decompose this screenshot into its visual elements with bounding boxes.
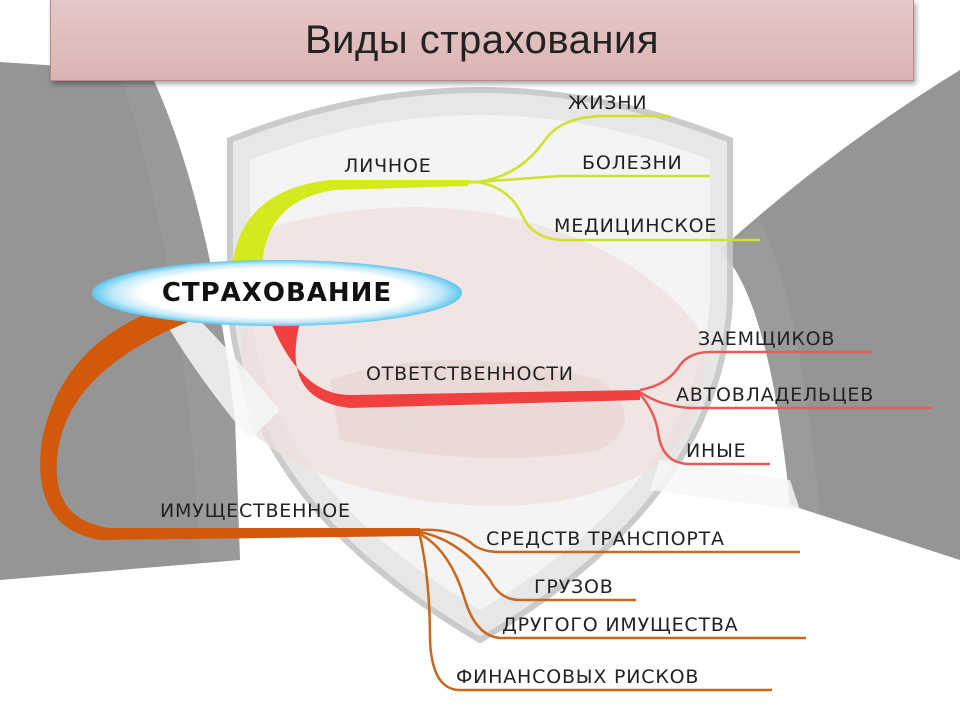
leaf-label-inye: ИНЫЕ — [686, 440, 747, 462]
connector-personal-meditsinskoe — [477, 180, 760, 242]
branch-property — [40, 312, 421, 540]
leaf-label-drugogo: ДРУГОГО ИМУЩЕСТВА — [502, 614, 739, 636]
branch-personal — [232, 180, 470, 268]
leaf-label-gruzov: ГРУЗОВ — [534, 576, 614, 598]
leaf-label-avtovladeltsev: АВТОВЛАДЕЛЬЦЕВ — [676, 384, 875, 406]
leaf-label-zaemshchikov: ЗАЕМЩИКОВ — [698, 328, 836, 350]
page-title: Виды страхования — [305, 17, 659, 62]
connector-property-finansovykh — [418, 535, 772, 692]
title-bar: Виды страхования — [50, 0, 914, 81]
connector-property-gruzov — [419, 530, 636, 602]
branch-label-liability: ОТВЕТСТВЕННОСТИ — [366, 363, 574, 385]
leaf-label-transport: СРЕДСТВ ТРАНСПОРТА — [486, 528, 725, 550]
leaf-label-bolezni: БОЛЕЗНИ — [582, 152, 683, 174]
connector-personal-zhizni — [477, 114, 670, 184]
branch-label-property: ИМУЩЕСТВЕННОЕ — [160, 500, 351, 522]
connector-property-transport — [419, 528, 800, 554]
connector-liability-avtovladeltsev — [639, 390, 932, 410]
branch-liability — [270, 320, 640, 408]
center-label: СТРАХОВАНИЕ — [161, 278, 393, 308]
leaf-label-meditsinskoe: МЕДИЦИНСКОЕ — [554, 215, 718, 237]
connector-property-drugogo — [419, 532, 806, 640]
connector-liability-inye — [639, 393, 770, 466]
center-node: СТРАХОВАНИЕ — [92, 260, 462, 326]
leaf-label-finansovykh: ФИНАНСОВЫХ РИСКОВ — [456, 666, 700, 688]
branch-label-personal: ЛИЧНОЕ — [344, 155, 432, 177]
leaf-label-zhizni: ЖИЗНИ — [568, 92, 648, 114]
connector-personal-bolezni — [477, 174, 710, 184]
connector-liability-zaemshchikov — [639, 350, 872, 392]
